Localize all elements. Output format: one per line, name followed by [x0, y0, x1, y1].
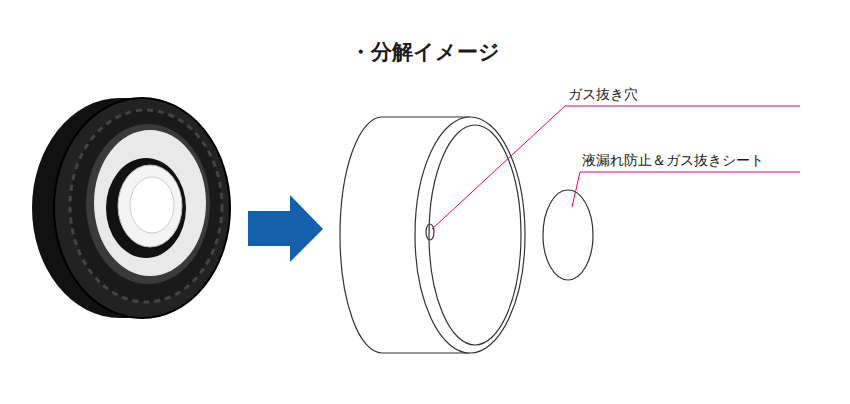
sheet-outline — [543, 190, 593, 280]
diagram-title: ・分解イメージ — [350, 38, 500, 66]
gas-vent-hole — [426, 224, 434, 240]
leader-lines — [432, 106, 800, 229]
cap-photo — [32, 98, 230, 318]
cap-body-outline — [340, 117, 525, 353]
part-label: ガス抜き穴 — [566, 86, 640, 102]
part-label: 液漏れ防止＆ガス抜きシート — [580, 152, 766, 168]
direction-arrow — [248, 195, 323, 262]
